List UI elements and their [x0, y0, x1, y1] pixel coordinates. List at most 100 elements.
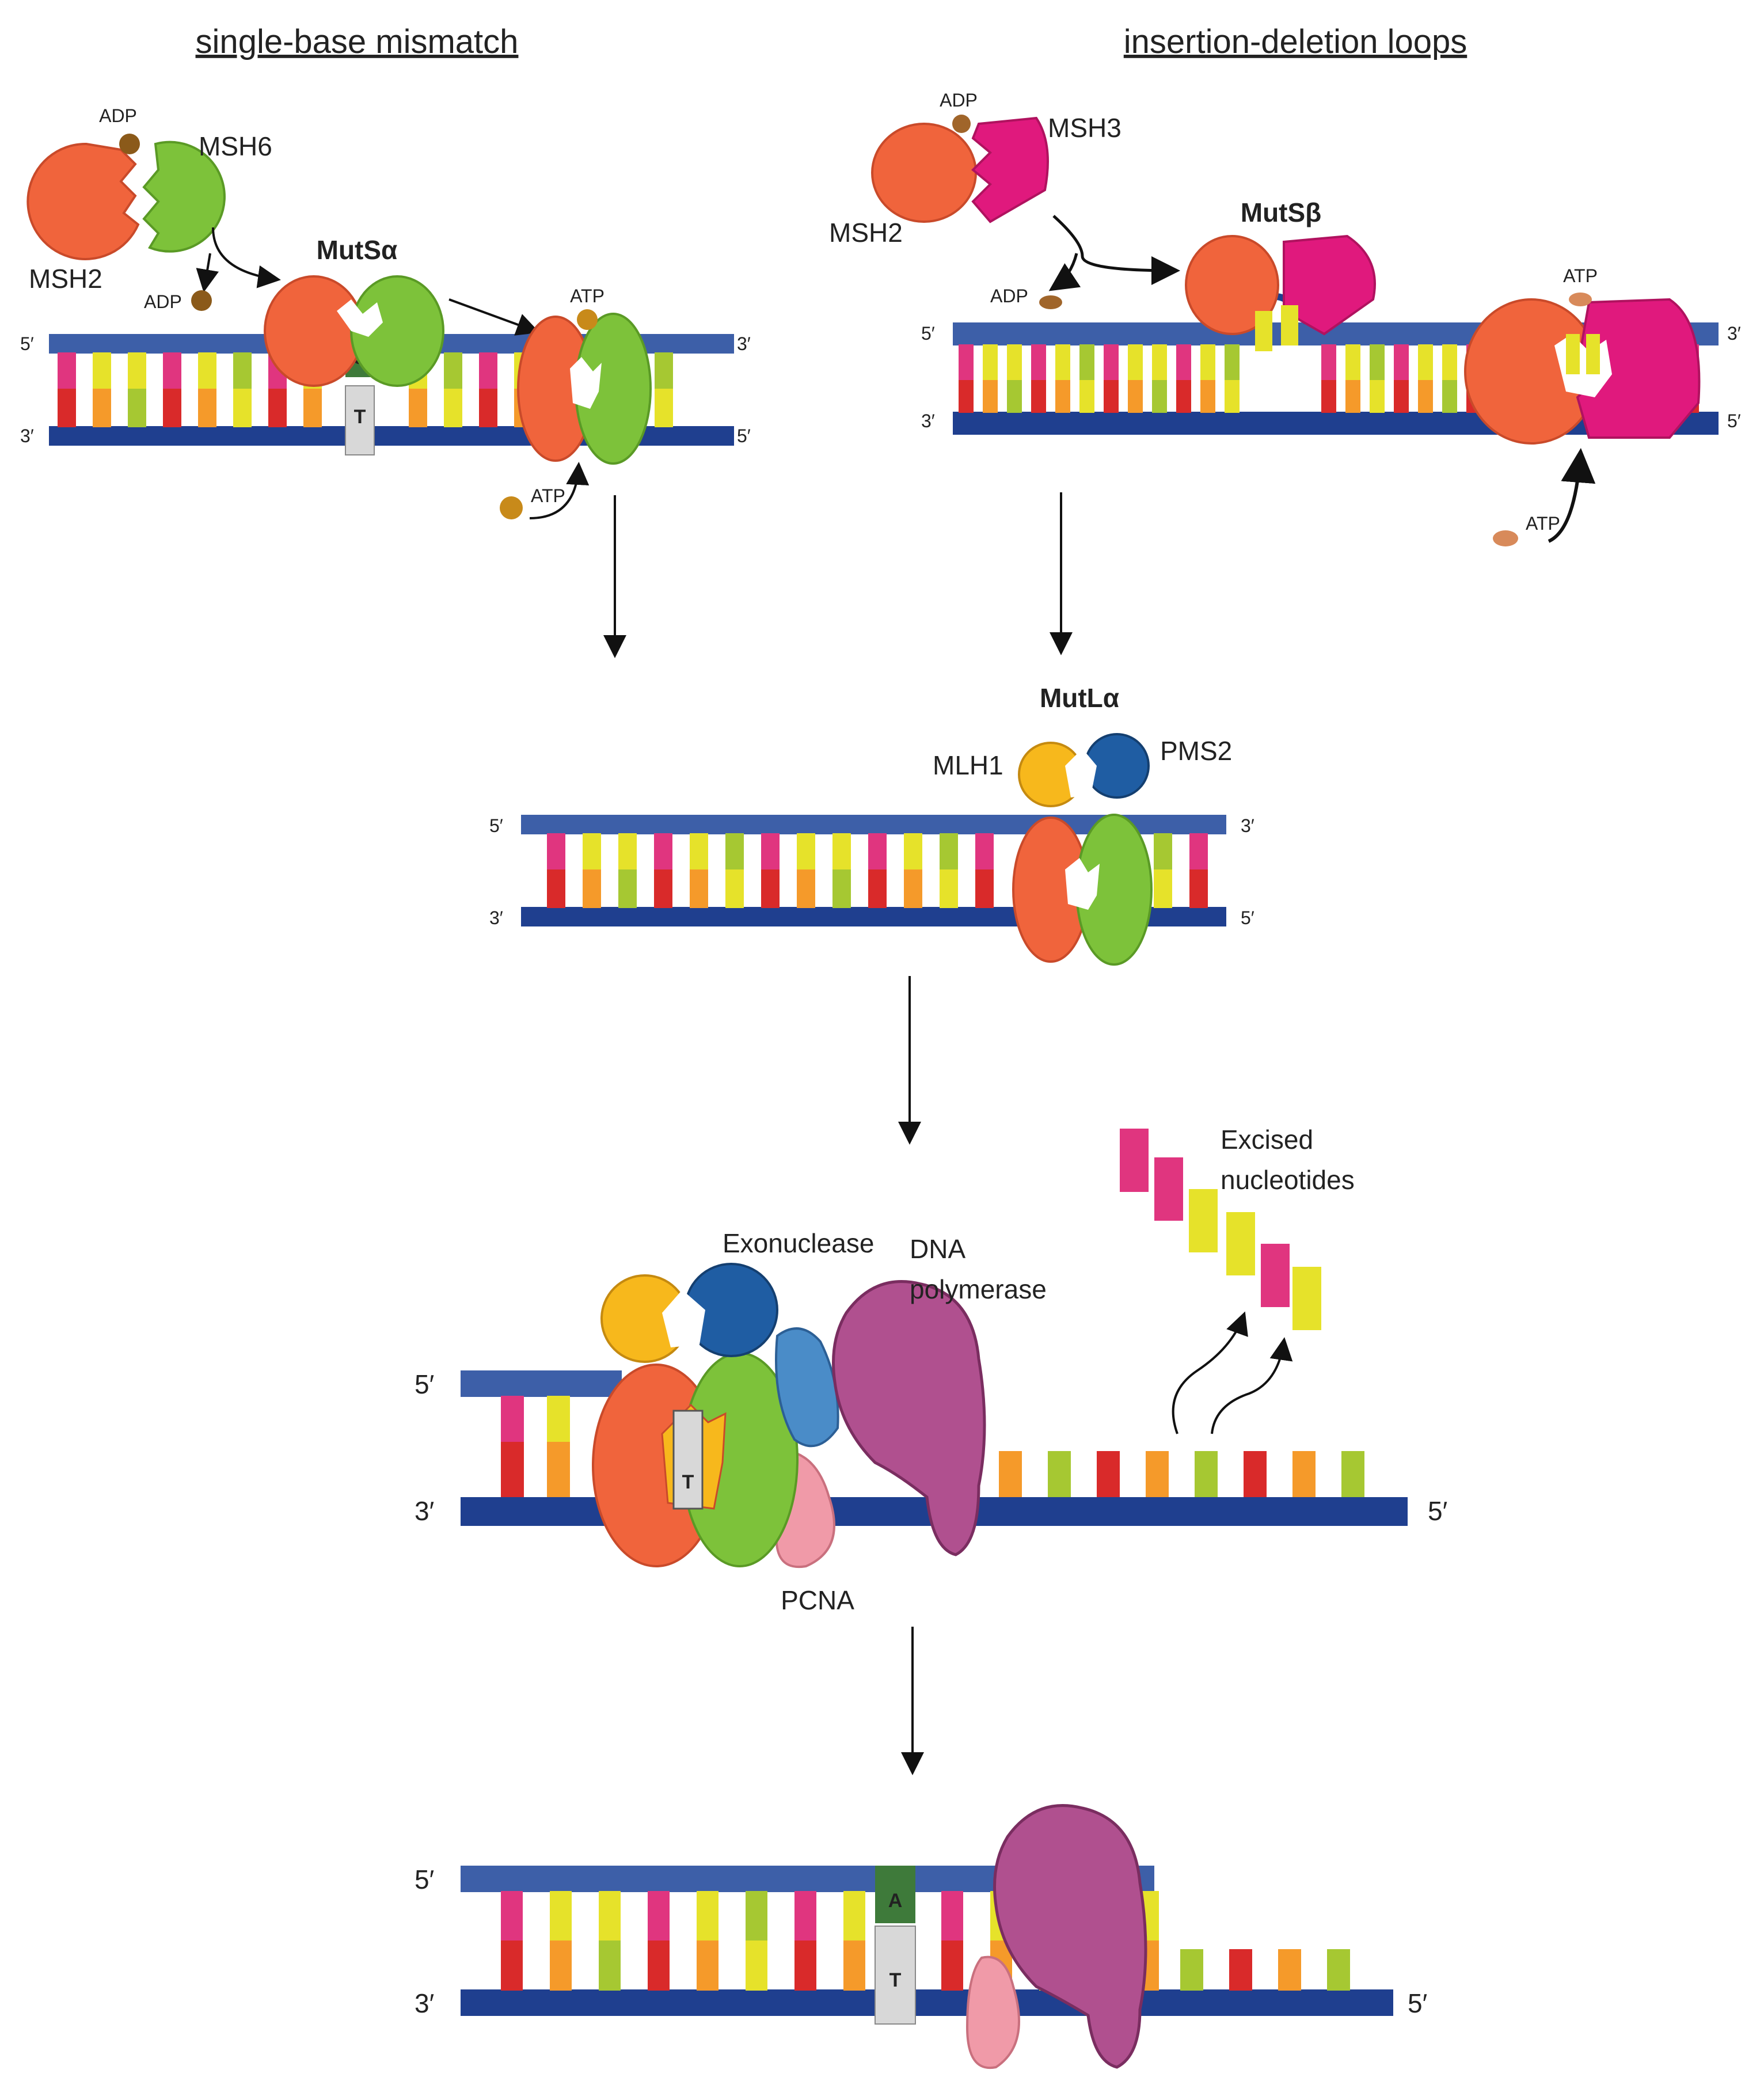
- nucleotide-bottom: [975, 869, 994, 908]
- atp-label: ATP: [570, 286, 605, 306]
- binding-cleft: [570, 357, 602, 409]
- dna-bottom-strand: [461, 1989, 1393, 2016]
- nucleotide-bottom: [303, 389, 322, 427]
- nucleotide-top: [163, 352, 181, 389]
- nucleotide-top: [1225, 344, 1240, 380]
- nucleotide-bottom: [1104, 380, 1119, 413]
- msh2-msh3-free: [871, 115, 1049, 223]
- nucleotide-bottom: [697, 1941, 718, 1991]
- atp-label: ATP: [1526, 513, 1560, 534]
- nucleotide-top: [1007, 344, 1022, 380]
- end-label-5prime: 5′: [1241, 907, 1254, 928]
- dna-top-strand-fragment: [461, 1370, 622, 1397]
- arrow-to-clamp: [448, 298, 540, 336]
- nucleotide-top: [583, 833, 601, 869]
- nucleotide-bottom: [1225, 380, 1240, 413]
- msh2-subunit: [1185, 235, 1279, 335]
- mutsa-label: MutSα: [317, 235, 398, 265]
- nucleotide-top: [1176, 344, 1191, 380]
- nucleotide-bottom: [501, 1442, 524, 1497]
- nucleotide-bottom: [1418, 380, 1433, 413]
- nucleotide-top: [690, 833, 708, 869]
- nucleotide-bottom: [654, 869, 672, 908]
- nucleotide-top: [93, 352, 111, 389]
- end-label-3prime: 3′: [489, 907, 503, 928]
- adp-dot: [952, 115, 971, 133]
- excised-label-line1: Excised: [1221, 1125, 1313, 1155]
- polymerase-complex: [965, 1804, 1147, 2069]
- dna-polymerase-label-line1: DNA: [910, 1234, 965, 1264]
- pms2-label: PMS2: [1160, 736, 1232, 766]
- title-insertion-deletion-loops: insertion-deletion loops: [1124, 23, 1467, 60]
- mutla-complex: [1012, 733, 1153, 966]
- nucleotide-bottom: [1180, 1949, 1203, 1991]
- nucleotide-top: [1370, 344, 1385, 380]
- end-label-3prime: 3′: [921, 411, 935, 431]
- adp-dot: [119, 134, 140, 154]
- atp-dot: [577, 309, 598, 330]
- msh2-label: MSH2: [29, 264, 102, 294]
- nucleotide-bottom: [794, 1941, 816, 1991]
- remaining-nucleotides: [501, 1396, 1364, 1497]
- end-label-5prime: 5′: [489, 815, 503, 836]
- nucleotide-bottom: [268, 389, 287, 427]
- nucleotide-top: [1152, 344, 1167, 380]
- adp-label: ADP: [990, 286, 1028, 306]
- nucleotide-top: [904, 833, 922, 869]
- nucleotide-bottom: [1394, 380, 1409, 413]
- nucleotide-bottom: [1321, 380, 1336, 413]
- nucleotide-top: [697, 1891, 718, 1941]
- title-single-base-mismatch: single-base mismatch: [196, 23, 519, 60]
- binding-cleft: [1065, 749, 1097, 798]
- nucleotide-bottom: [832, 869, 851, 908]
- nucleotide-bottom: [1244, 1451, 1267, 1497]
- nucleotide-bottom: [1097, 1451, 1120, 1497]
- nucleotide-top: [1394, 344, 1409, 380]
- dna-polymerase-label-line2: polymerase: [910, 1274, 1047, 1304]
- nucleotide-top: [1055, 344, 1070, 380]
- exonuclease-clamp: [775, 1327, 839, 1448]
- nucleotide-bottom: [1079, 380, 1094, 413]
- nucleotide-top: [746, 1891, 767, 1941]
- nucleotide-bottom: [1128, 380, 1143, 413]
- nucleotide-bottom: [1146, 1451, 1169, 1497]
- adp-label: ADP: [144, 291, 182, 312]
- nucleotide-bottom: [1189, 869, 1208, 908]
- nucleotide-top: [479, 352, 497, 389]
- nucleotide-top: [959, 344, 974, 380]
- nucleotide-top: [655, 352, 673, 389]
- binding-cleft: [662, 1290, 705, 1347]
- pcna-clamp: [965, 1955, 1020, 2069]
- arrow-excision: [1172, 1311, 1248, 1434]
- nucleotide-bottom: [959, 380, 974, 413]
- end-label-5prime: 5′: [1428, 1496, 1447, 1526]
- mutsb-bound: [1185, 234, 1376, 351]
- nucleotide-bottom: [1031, 380, 1046, 413]
- nucleotide-top: [501, 1396, 524, 1442]
- corrected-base-t-label: T: [889, 1969, 902, 1991]
- end-label-3prime: 3′: [1727, 323, 1741, 344]
- nucleotide-bottom: [1278, 1949, 1301, 1991]
- nucleotide-bottom: [1200, 380, 1215, 413]
- nucleotide-bottom: [1292, 1451, 1316, 1497]
- arrow-adp-release: [196, 253, 219, 293]
- nucleotide-bottom: [1048, 1451, 1071, 1497]
- end-label-5prime: 5′: [921, 323, 935, 344]
- arrow-to-mutsb: [1052, 215, 1180, 285]
- arrow-atp-binding: [529, 462, 590, 519]
- nucleotide-bottom: [1229, 1949, 1252, 1991]
- nucleotide-top: [1189, 833, 1208, 869]
- nucleotide-top: [233, 352, 252, 389]
- nucleotide-top: [128, 352, 146, 389]
- nucleotide-bottom: [547, 869, 565, 908]
- arrow-to-mutsa: [212, 227, 281, 288]
- mutsb-label: MutSβ: [1241, 198, 1322, 227]
- atp-dot: [1493, 530, 1518, 546]
- nucleotide-bottom: [550, 1941, 572, 1991]
- pcna-label: PCNA: [781, 1585, 854, 1615]
- nucleotide-top: [1104, 344, 1119, 380]
- msh2-subunit: [871, 123, 977, 223]
- nucleotide-bottom: [93, 389, 111, 427]
- nucleotide-bottom: [1442, 380, 1457, 413]
- dna-polymerase: [993, 1804, 1147, 2069]
